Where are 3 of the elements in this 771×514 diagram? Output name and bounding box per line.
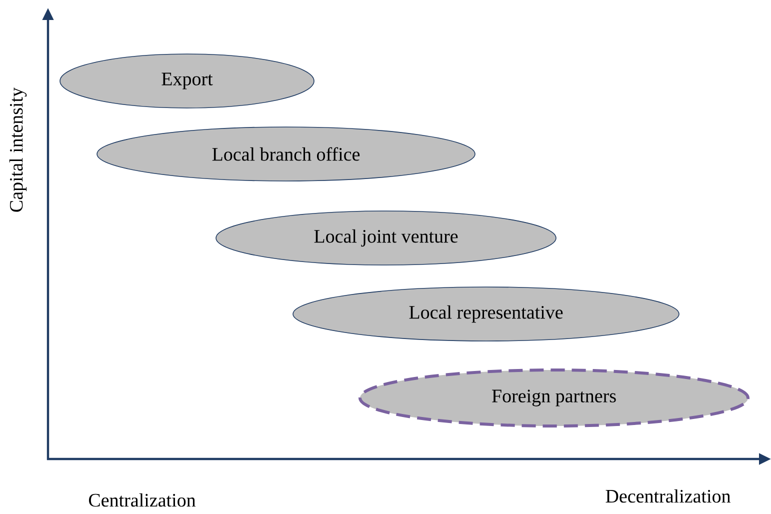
axis-label: Centralization (88, 493, 196, 507)
axis-label: Capital intensity (9, 88, 27, 212)
axis-label: Decentralization (606, 489, 731, 503)
